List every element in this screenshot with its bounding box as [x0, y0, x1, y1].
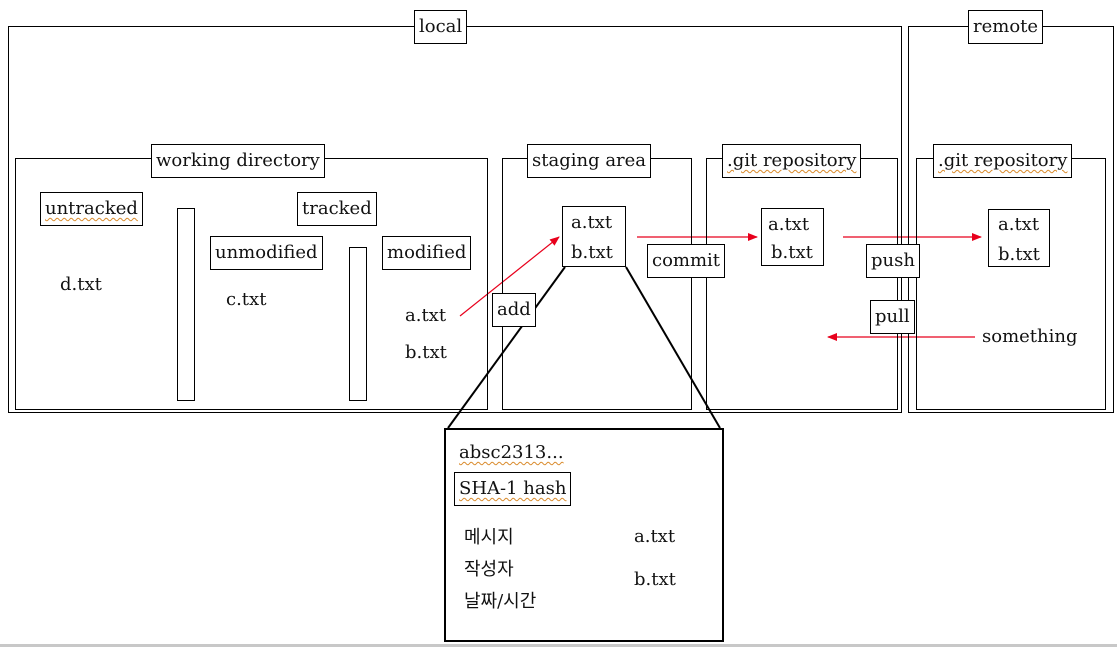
modified-label: modified	[382, 236, 472, 270]
staging-files-box: a.txt b.txt	[562, 206, 626, 267]
commit-detail-box: absc2313... SHA-1 hash 메시지 작성자 날짜/시간 a.t…	[444, 428, 724, 642]
local-repo-files-box: a.txt b.txt	[761, 208, 824, 266]
bottom-border	[0, 644, 1117, 647]
unmodified-label: unmodified	[210, 236, 323, 270]
remote-git-repository-box	[916, 158, 1106, 410]
remote-repo-files-box: a.txt b.txt	[988, 209, 1050, 267]
modified-file-a: a.txt	[405, 305, 447, 326]
staging-area-title: staging area	[527, 144, 652, 178]
commit-hash-label: SHA-1 hash	[454, 472, 572, 506]
commit-meta-datetime: 날짜/시간	[464, 591, 537, 612]
modified-file-b: b.txt	[405, 342, 447, 363]
commit-file-b: b.txt	[634, 569, 676, 590]
local-git-repository-title: .git repository	[722, 144, 862, 178]
staging-file-b: b.txt	[571, 242, 613, 263]
staging-file-a: a.txt	[571, 212, 613, 233]
remote-repo-file-a: a.txt	[998, 214, 1040, 235]
working-directory-title: working directory	[151, 144, 325, 178]
untracked-label: untracked	[40, 192, 143, 226]
remote-incoming-text: something	[982, 326, 1078, 347]
local-title: local	[414, 10, 468, 44]
add-arrow	[459, 236, 560, 317]
push-action-label: push	[866, 244, 920, 278]
add-action-label: add	[492, 293, 536, 327]
commit-hash-value: absc2313...	[459, 442, 564, 463]
zoom-line-right	[625, 266, 721, 429]
pull-action-label: pull	[870, 300, 915, 334]
commit-meta-message: 메시지	[464, 527, 514, 548]
local-repo-file-a: a.txt	[768, 214, 810, 235]
local-git-repository-box	[706, 158, 898, 410]
commit-action-label: commit	[647, 244, 726, 278]
commit-meta-author: 작성자	[464, 559, 514, 580]
remote-git-repository-title: .git repository	[933, 144, 1073, 178]
tracked-label: tracked	[297, 192, 377, 226]
staging-area-box	[502, 158, 692, 410]
unmodified-divider	[349, 247, 367, 401]
remote-repo-file-b: b.txt	[998, 244, 1040, 265]
commit-file-a: a.txt	[634, 526, 676, 547]
zoom-line-left	[447, 266, 566, 429]
remote-title: remote	[968, 10, 1044, 44]
unmodified-file-c: c.txt	[226, 289, 267, 310]
untracked-file-d: d.txt	[60, 274, 102, 295]
untracked-divider	[177, 208, 195, 401]
local-repo-file-b: b.txt	[771, 242, 813, 263]
